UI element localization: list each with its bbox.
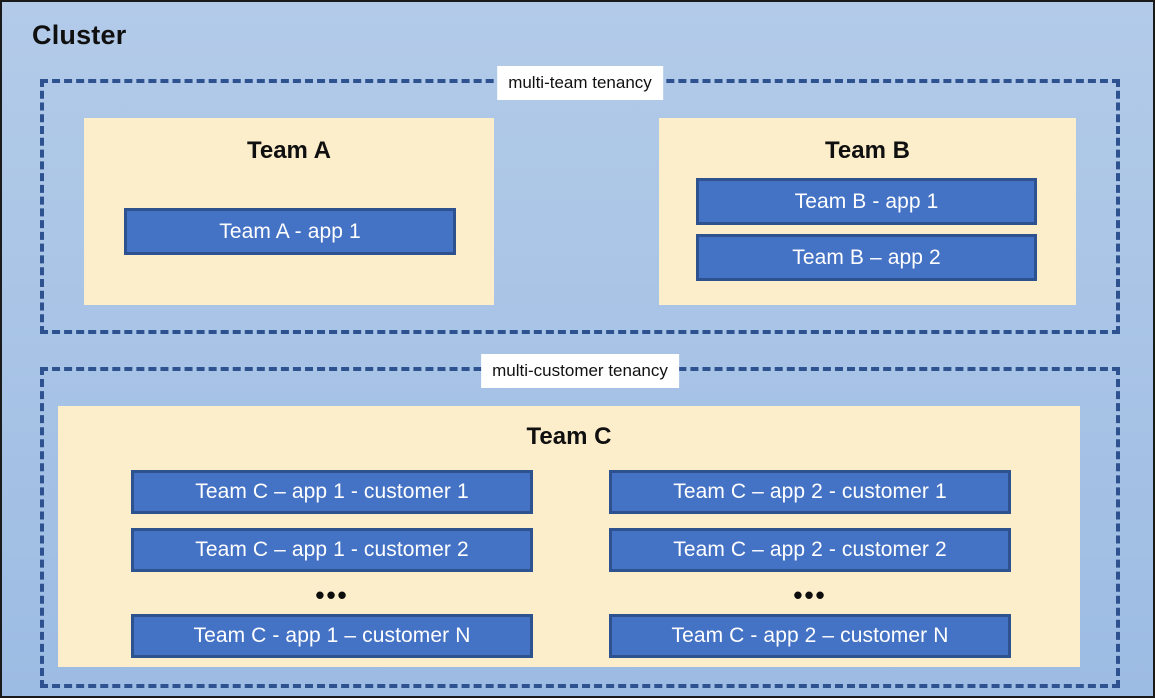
app-box-team-c-app-2-customer-1[interactable]: Team C – app 2 - customer 1 [609,470,1011,514]
ellipsis-team-c-app-2: ••• [793,580,827,610]
team-title-team-a: Team A [246,137,332,164]
app-box-team-c-app-2-customer-2[interactable]: Team C – app 2 - customer 2 [609,528,1011,572]
team-title-team-c: Team C [526,423,612,450]
app-box-team-b-app-1[interactable]: Team B - app 1 [696,178,1037,225]
team-panel-team-a: Team A Team A - app 1 [84,118,494,305]
ellipsis-team-c-app-1: ••• [315,580,349,610]
team-panel-team-b: Team B Team B - app 1 Team B – app 2 [659,118,1076,305]
app-box-team-b-app-2[interactable]: Team B – app 2 [696,234,1037,281]
app-box-team-c-app-1-customer-2[interactable]: Team C – app 1 - customer 2 [131,528,533,572]
zone-label-multi-customer-tenancy: multi-customer tenancy [481,354,679,388]
team-title-team-b: Team B [825,137,910,164]
app-box-team-c-app-2-customer-n[interactable]: Team C - app 2 – customer N [609,614,1011,658]
zone-multi-customer-tenancy: multi-customer tenancy [40,354,1120,688]
app-box-team-c-app-1-customer-1[interactable]: Team C – app 1 - customer 1 [131,470,533,514]
zone-multi-team-tenancy: multi-team tenancy [40,66,1120,334]
app-box-team-a-app-1[interactable]: Team A - app 1 [124,208,456,255]
page-title: Cluster [32,20,127,50]
zone-label-multi-team-tenancy: multi-team tenancy [497,66,663,100]
team-panel-team-c: Team C Team C – app 1 - customer 1 Team … [58,406,1080,667]
app-box-team-c-app-1-customer-n[interactable]: Team C - app 1 – customer N [131,614,533,658]
